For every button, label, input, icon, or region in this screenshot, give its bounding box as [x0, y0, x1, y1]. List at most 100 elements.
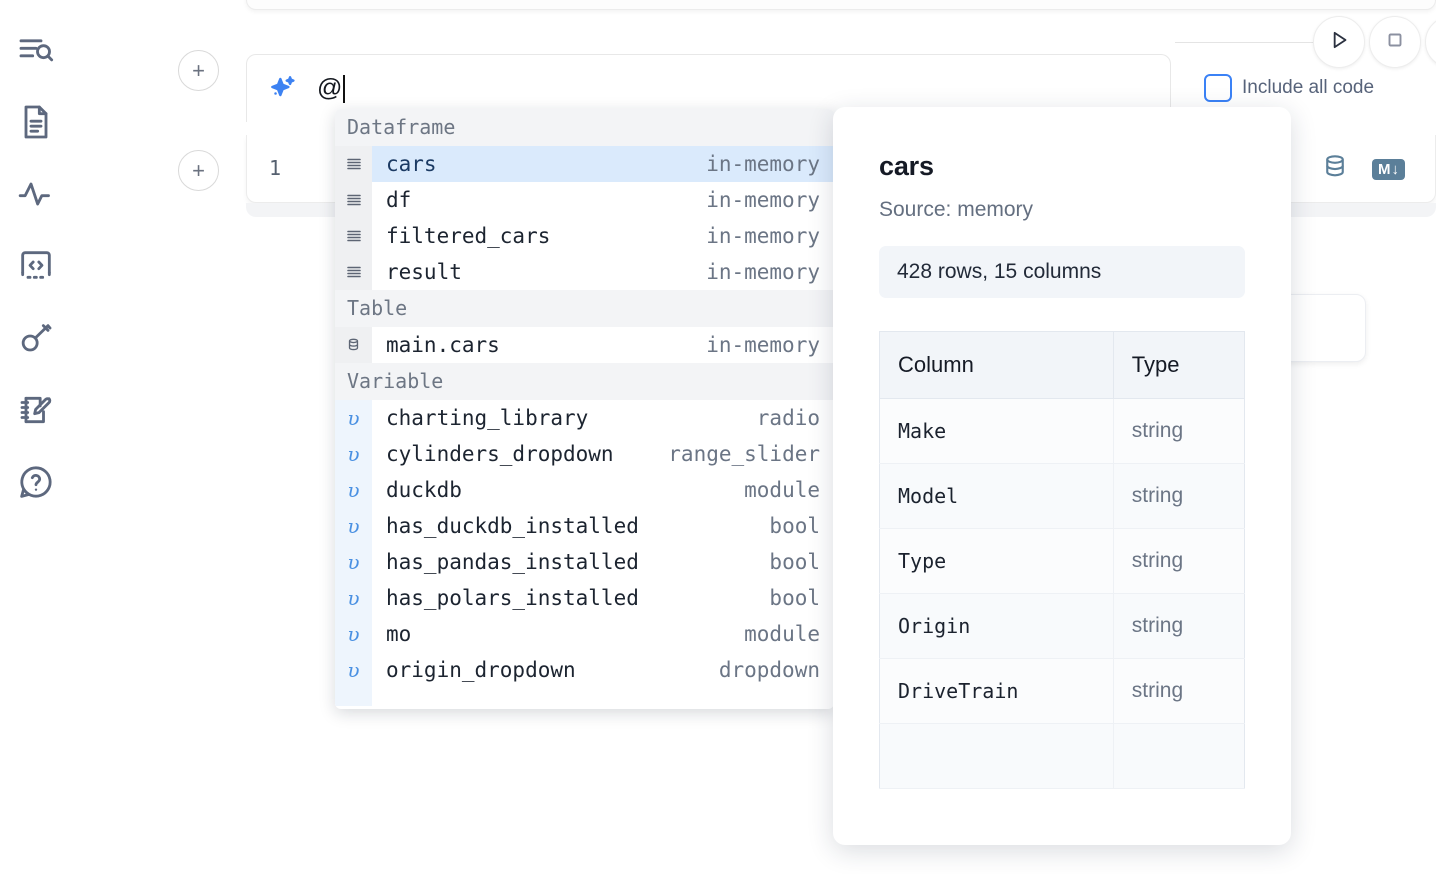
- table-row-clipped: [879, 723, 1245, 789]
- dropdown-item-type: bool: [769, 586, 820, 610]
- table-row: Make string: [879, 398, 1245, 464]
- variable-icon: υ: [335, 400, 372, 436]
- add-cell-button-top[interactable]: +: [178, 50, 219, 91]
- include-all-code-label: Include all code: [1242, 77, 1375, 98]
- dropdown-item-main-cars[interactable]: main.cars in-memory: [335, 327, 834, 363]
- preview-title: cars: [879, 151, 934, 181]
- dropdown-item-df[interactable]: df in-memory: [335, 182, 834, 218]
- ai-prompt-input[interactable]: @: [317, 74, 346, 103]
- dropdown-section-header: Dataframe: [335, 109, 834, 146]
- cell-column-name: DriveTrain: [879, 658, 1114, 724]
- database-icon[interactable]: [1320, 152, 1350, 187]
- sidebar-item-help[interactable]: [8, 446, 64, 518]
- activity-pulse-icon: [16, 174, 56, 214]
- dropdown-item-type: range_slider: [668, 442, 820, 466]
- dropdown-item-mo[interactable]: υ mo module: [335, 616, 834, 652]
- markdown-icon[interactable]: M ↓: [1372, 159, 1405, 180]
- line-number: 1: [269, 156, 282, 180]
- variable-icon: υ: [335, 580, 372, 616]
- dropdown-item-name: duckdb: [386, 478, 462, 502]
- include-all-code-row[interactable]: Include all code: [1204, 74, 1374, 102]
- column-header-column: Column: [879, 331, 1114, 399]
- stop-cell-button[interactable]: [1369, 16, 1421, 68]
- dropdown-item-name: has_polars_installed: [386, 586, 639, 610]
- dropdown-item-charting-library[interactable]: υ charting_library radio: [335, 400, 834, 436]
- dropdown-item-origin-dropdown[interactable]: υ origin_dropdown dropdown: [335, 652, 834, 688]
- column-header-type: Type: [1113, 331, 1245, 399]
- dropdown-item-duckdb[interactable]: υ duckdb module: [335, 472, 834, 508]
- dropdown-item-type: in-memory: [706, 152, 820, 176]
- code-cell-icons: M ↓: [1320, 152, 1405, 187]
- dataframe-preview-panel: cars Source: memory 428 rows, 15 columns…: [833, 107, 1291, 845]
- preview-stats-badge: 428 rows, 15 columns: [879, 246, 1245, 298]
- dropdown-item-has-duckdb-installed[interactable]: υ has_duckdb_installed bool: [335, 508, 834, 544]
- sidebar-item-outline-search[interactable]: [8, 14, 64, 86]
- dropdown-section-header: Variable: [335, 363, 834, 400]
- dropdown-item-name: charting_library: [386, 406, 589, 430]
- dropdown-item-filtered-cars[interactable]: filtered_cars in-memory: [335, 218, 834, 254]
- autocomplete-dropdown[interactable]: Dataframe cars in-memory df in-memory: [335, 109, 834, 709]
- dropdown-item-name: filtered_cars: [386, 224, 551, 248]
- file-text-icon: [16, 102, 56, 142]
- scratchpad-pencil-icon: [16, 390, 56, 430]
- outline-search-icon: [16, 30, 56, 70]
- dropdown-item-has-pandas-installed[interactable]: υ has_pandas_installed bool: [335, 544, 834, 580]
- dropdown-item-has-polars-installed[interactable]: υ has_polars_installed bool: [335, 580, 834, 616]
- play-icon: [1326, 27, 1352, 58]
- dropdown-item-type: radio: [756, 406, 820, 430]
- dropdown-item-name: cars: [386, 152, 437, 176]
- variable-icon: υ: [335, 616, 372, 652]
- previous-cell-edge: [246, 0, 1436, 10]
- table-row: Type string: [879, 528, 1245, 594]
- table-row: Model string: [879, 463, 1245, 529]
- dropdown-item-cars[interactable]: cars in-memory: [335, 146, 834, 182]
- dropdown-item-name: has_duckdb_installed: [386, 514, 639, 538]
- cell-column-name: Origin: [879, 593, 1114, 659]
- sidebar-item-secrets[interactable]: [8, 302, 64, 374]
- arrow-down-glyph: ↓: [1391, 161, 1400, 178]
- dropdown-item-type: module: [744, 478, 820, 502]
- dropdown-item-type: in-memory: [706, 260, 820, 284]
- table-row: DriveTrain string: [879, 658, 1245, 724]
- variable-icon: υ: [335, 652, 372, 688]
- dropdown-item-type: bool: [769, 514, 820, 538]
- variable-icon: υ: [335, 508, 372, 544]
- plus-icon: +: [192, 157, 205, 183]
- sidebar-item-files[interactable]: [8, 86, 64, 158]
- more-actions-button[interactable]: [1425, 16, 1436, 68]
- markdown-badge-text: M: [1378, 161, 1391, 178]
- sidebar-item-snippets[interactable]: [8, 230, 64, 302]
- help-chat-icon: [16, 462, 56, 502]
- dropdown-item-name: mo: [386, 622, 412, 646]
- dropdown-item-type: bool: [769, 550, 820, 574]
- cell-column-name: [879, 723, 1114, 789]
- include-all-code-checkbox[interactable]: [1204, 74, 1232, 102]
- stop-square-icon: [1383, 28, 1407, 57]
- cell-column-type: string: [1113, 593, 1245, 659]
- sidebar-item-scratchpad[interactable]: [8, 374, 64, 446]
- table-row: Origin string: [879, 593, 1245, 659]
- dropdown-item-cylinders-dropdown[interactable]: υ cylinders_dropdown range_slider: [335, 436, 834, 472]
- run-cell-button[interactable]: [1313, 16, 1365, 68]
- dropdown-item-name: result: [386, 260, 462, 284]
- sidebar-item-activity[interactable]: [8, 158, 64, 230]
- dropdown-item-result[interactable]: result in-memory: [335, 254, 834, 290]
- key-icon: [16, 318, 56, 358]
- dataframe-icon: [335, 254, 372, 290]
- preview-schema-table: Column Type Make string Model string Typ…: [879, 331, 1245, 789]
- add-cell-button-bottom[interactable]: +: [178, 150, 219, 191]
- dropdown-item-type: in-memory: [706, 188, 820, 212]
- cell-column-type: string: [1113, 658, 1245, 724]
- preview-source: Source: memory: [879, 198, 1034, 221]
- dropdown-item-type: in-memory: [706, 224, 820, 248]
- dropdown-item-clipped[interactable]: [335, 688, 834, 706]
- dropdown-item-name: cylinders_dropdown: [386, 442, 614, 466]
- cell-column-type: [1113, 723, 1245, 789]
- text-caret: [343, 74, 346, 103]
- dropdown-item-name: origin_dropdown: [386, 658, 576, 682]
- toolbar-divider: [1175, 42, 1315, 43]
- cell-column-name: Make: [879, 398, 1114, 464]
- variable-icon: υ: [335, 544, 372, 580]
- variable-icon: υ: [335, 472, 372, 508]
